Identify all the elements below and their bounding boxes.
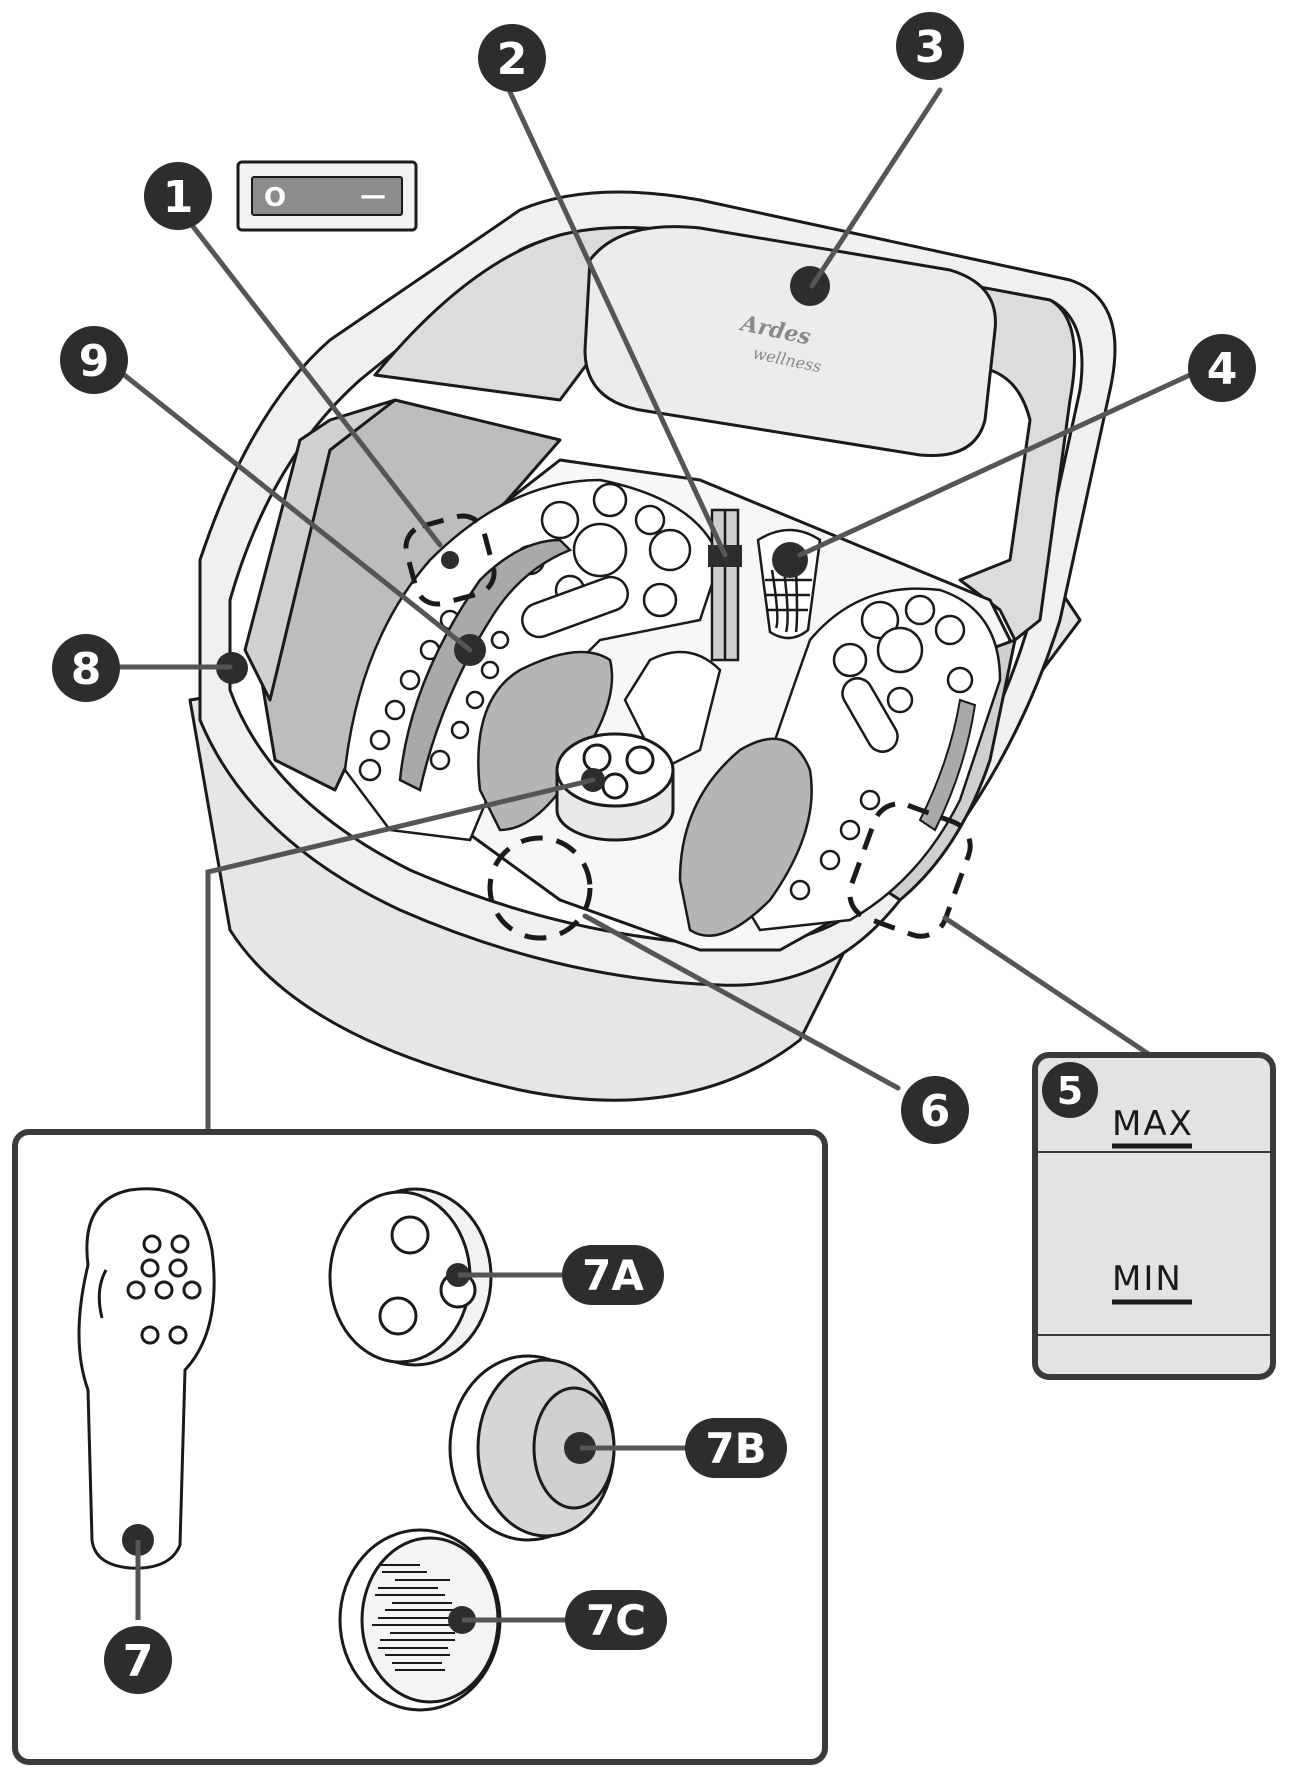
highlight-markers (403, 513, 973, 941)
bubble-jet (756, 528, 822, 640)
leader-5 (942, 915, 1153, 1058)
max-level-label: MAX (1112, 1104, 1194, 1144)
leader-7 (205, 777, 596, 1135)
left-massage-rail (398, 538, 573, 792)
callout-5-label: 5 (1057, 1069, 1083, 1113)
leader-9 (115, 367, 473, 653)
callout-badge-7a: 7A (562, 1245, 664, 1305)
callout-7a-label: 7A (582, 1251, 644, 1300)
callout-7c-label: 7C (586, 1596, 646, 1645)
callout-1-label: 1 (163, 172, 194, 223)
leader-6 (582, 913, 901, 1091)
callout-badge-7: 7 (104, 1626, 172, 1694)
leader-lines (107, 87, 1208, 1135)
left-foot-pad (477, 650, 614, 832)
right-massage-rail (918, 698, 977, 832)
callout-7-label: 7 (123, 1636, 154, 1687)
callout-badge-7b: 7B (685, 1418, 787, 1478)
leader-3 (809, 87, 943, 289)
right-foot-pad (678, 737, 813, 937)
display-window (583, 225, 997, 458)
level-highlight (847, 801, 973, 939)
attachment-7b (448, 1354, 616, 1542)
callout-6-label: 6 (920, 1086, 951, 1137)
callout-7b-label: 7B (705, 1424, 766, 1473)
left-wall-strip (243, 398, 397, 702)
callout-3-label: 3 (915, 22, 946, 73)
callout-badge-4: 4 (1188, 334, 1256, 402)
leader-2 (507, 89, 728, 558)
drain-highlight (487, 835, 593, 941)
callout-badge-7c: 7C (565, 1590, 667, 1650)
callout-badge-5: 5 (1042, 1062, 1098, 1118)
callout-8-label: 8 (71, 644, 102, 695)
callout-4-label: 4 (1207, 344, 1238, 395)
callout-badge-9: 9 (60, 326, 128, 394)
callout-9-label: 9 (79, 336, 110, 387)
switch-on-symbol: O (264, 183, 286, 213)
callout-badge-1: 1 (144, 162, 212, 230)
leader-1 (185, 217, 443, 548)
dot-1 (441, 551, 459, 569)
callout-badge-6: 6 (901, 1076, 969, 1144)
attachment-7c (338, 1528, 502, 1712)
leader-4 (797, 365, 1208, 558)
power-switch-icon: O — (236, 160, 418, 232)
switch-off-symbol: — (360, 181, 386, 211)
callout-badge-2: 2 (478, 24, 546, 92)
min-level-label: MIN (1112, 1259, 1183, 1299)
attachment-7a (328, 1187, 493, 1367)
water-level-panel: MAX MIN (1032, 1052, 1276, 1380)
callout-badge-3: 3 (896, 12, 964, 80)
callout-2-label: 2 (497, 34, 528, 85)
callout-badge-8: 8 (52, 634, 120, 702)
switch-highlight (403, 513, 497, 607)
